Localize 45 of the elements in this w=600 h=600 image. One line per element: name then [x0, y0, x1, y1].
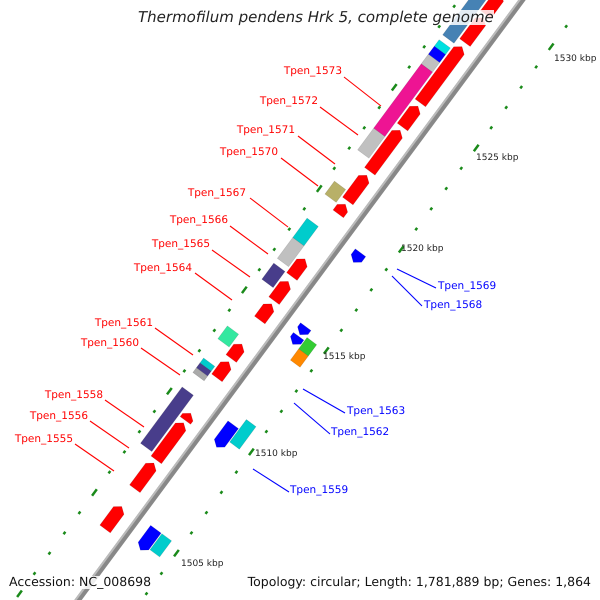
leader-line — [294, 402, 330, 434]
gene-label: Tpen_1568 — [424, 300, 482, 310]
scale-label: 1515 kbp — [323, 353, 366, 362]
gene-label: Tpen_1569 — [438, 281, 496, 292]
gene-label: Tpen_1555 — [14, 434, 73, 444]
title: Thermofilum pendens Hrk 5, complete genome — [138, 10, 494, 25]
gene-label: Tpen_1567 — [188, 188, 246, 198]
leader-line — [74, 444, 114, 472]
leader-line — [320, 106, 358, 136]
scale-label: 1505 kbp — [181, 560, 224, 569]
gene-label: Tpen_1573 — [284, 66, 342, 76]
gene-label: Tpen_1565 — [152, 239, 210, 250]
leader-line — [298, 136, 336, 164]
gene-label: Tpen_1562 — [331, 427, 390, 438]
accession-text: Accession: NC_008698 — [9, 576, 152, 588]
leader-line — [104, 400, 144, 428]
gene-label: Tpen_1566 — [170, 215, 228, 226]
leader-line — [392, 276, 422, 306]
gene-label: Tpen_1560 — [80, 338, 139, 348]
leader-line — [302, 388, 346, 414]
gene-label: Tpen_1571 — [236, 125, 295, 136]
leader-line — [252, 468, 290, 492]
scale-label: 1520 kbp — [401, 245, 444, 254]
leader-line — [212, 250, 250, 278]
leader-line — [344, 76, 382, 106]
genome-info-text: Topology: circular; Length: 1,781,889 bp; Genes: 1,864 — [248, 576, 591, 588]
leader-line — [280, 158, 318, 186]
scale-label: 1525 kbp — [476, 154, 518, 163]
leader-line — [194, 272, 232, 300]
leader-line — [250, 198, 288, 228]
gene-label: Tpen_1572 — [260, 96, 318, 106]
gene-label: Tpen_1563 — [347, 406, 406, 416]
gene-label: Tpen_1564 — [134, 263, 192, 274]
leader-line — [154, 328, 194, 356]
gene-label: Tpen_1556 — [30, 411, 88, 422]
leader-line — [90, 420, 130, 448]
gene-label: Tpen_1559 — [290, 485, 348, 496]
scale-label: 1510 kbp — [255, 450, 298, 459]
gene-label: Tpen_1558 — [44, 390, 103, 400]
leader-line — [140, 348, 180, 376]
gene-label: Tpen_1561 — [94, 318, 153, 328]
gene-label: Tpen_1570 — [220, 147, 278, 158]
leader-line — [396, 268, 436, 288]
scale-label: 1530 kbp — [554, 55, 596, 64]
leader-line — [230, 226, 268, 254]
